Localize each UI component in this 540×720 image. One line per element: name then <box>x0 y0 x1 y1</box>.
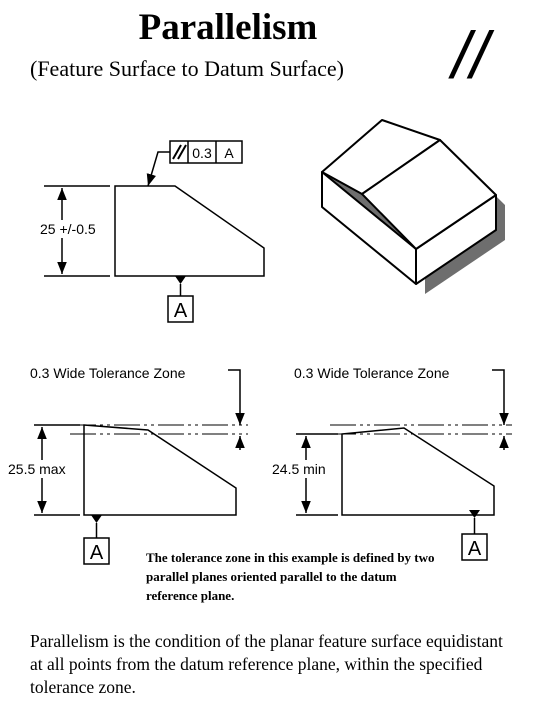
datum-triangle-icon <box>469 510 480 518</box>
page-title: Parallelism <box>138 7 318 48</box>
leader-line <box>146 151 170 187</box>
zone-arrow <box>228 369 245 425</box>
page-subtitle: (Feature Surface to Datum Surface) <box>30 56 344 81</box>
datum-label: A <box>468 538 482 560</box>
datum-feature-box <box>461 533 488 561</box>
datum-triangle-icon <box>175 276 186 284</box>
parallelism-definition: Parallelism is the condition of the plan… <box>30 631 503 697</box>
tolerance-value: 0.3 <box>192 145 212 161</box>
dimension-label-bg <box>38 220 102 238</box>
datum-triangle-icon <box>91 515 102 523</box>
isometric-part-view <box>321 119 505 294</box>
datum-feature-box <box>167 295 194 323</box>
parallel-symbol-icon <box>172 144 187 160</box>
max-condition-drawing: 0.3 Wide Tolerance Zone 25.5 max A <box>6 365 248 565</box>
parallelism-symbol-icon: // <box>448 18 495 92</box>
tolerance-zone-note: The tolerance zone in this example is de… <box>146 550 435 603</box>
part-profile <box>114 185 265 277</box>
datum-label: A <box>90 542 104 564</box>
part-profile-max <box>83 424 237 516</box>
datum-feature-box <box>83 537 110 565</box>
part-profile-min <box>341 427 495 516</box>
max-dimension: 25.5 max <box>8 461 66 477</box>
nominal-part-drawing: 0.3 A 25 +/-0.5 A <box>38 140 265 323</box>
dimension-label-bg <box>6 460 70 478</box>
tolerance-zone-label: 0.3 Wide Tolerance Zone <box>294 365 450 381</box>
dimension-label-bg <box>270 460 330 478</box>
min-dimension: 24.5 min <box>272 461 326 477</box>
part-sloped-face <box>361 139 497 250</box>
tolerance-zone-label: 0.3 Wide Tolerance Zone <box>30 365 186 381</box>
nominal-dimension: 25 +/-0.5 <box>40 221 96 237</box>
zone-arrow <box>492 369 509 425</box>
datum-label: A <box>174 300 188 322</box>
min-condition-drawing: 0.3 Wide Tolerance Zone 24.5 min A <box>270 365 512 561</box>
datum-reference: A <box>224 145 234 161</box>
